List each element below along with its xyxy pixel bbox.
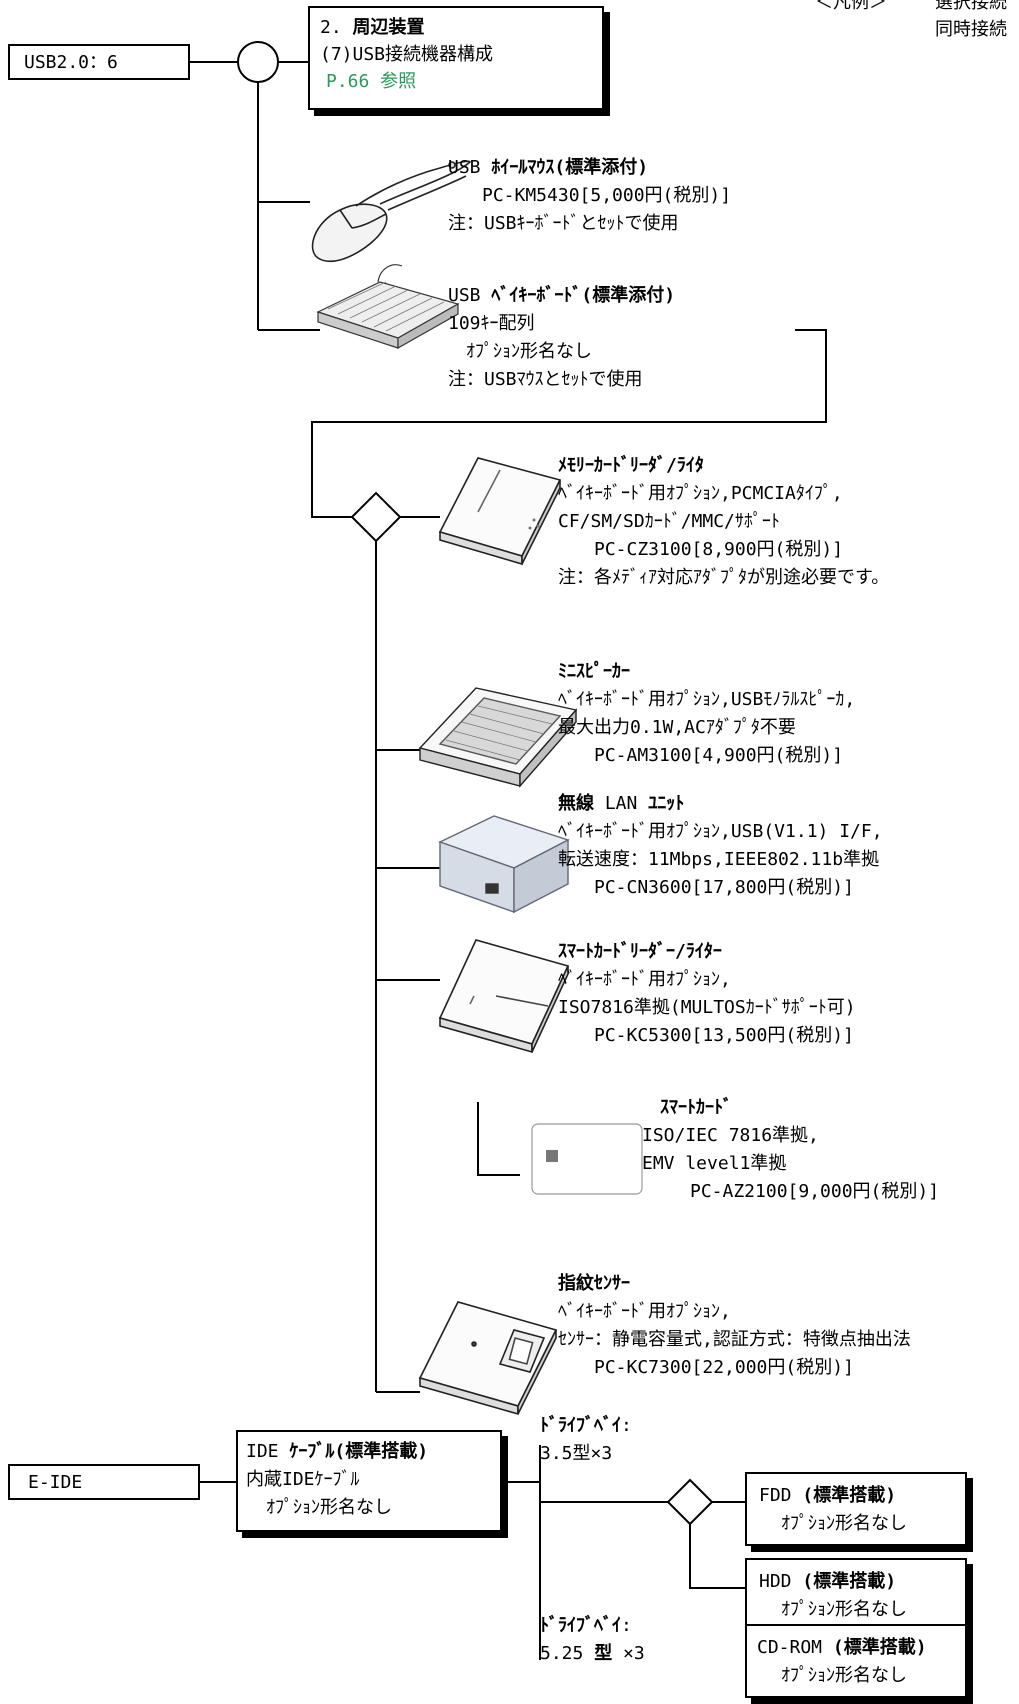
smart-reader-model: PC-KC5300[13,500円(税別)] [594, 1025, 854, 1046]
smart-reader-desc2: ISO7816準拠(MULTOSｶｰﾄﾞｻﾎﾟｰﾄ可) [558, 997, 856, 1018]
mouse-note: 注：USBｷｰﾎﾞｰﾄﾞとｾｯﾄで使用 [448, 213, 679, 234]
ide-cable-title-prefix: IDE [246, 1441, 279, 1462]
drive-bay-2-colon: : [621, 1615, 632, 1636]
speaker-model: PC-AM3100[4,900円(税別)] [594, 745, 844, 766]
ide-cable-desc: 内蔵IDEｹｰﾌﾞﾙ [246, 1469, 360, 1490]
reference-section-title: 周辺装置 [352, 17, 425, 38]
mouse-title-prefix: USB [448, 157, 481, 178]
ide-cable-title: IDE ｹｰﾌﾞﾙ(標準搭載) [246, 1438, 428, 1465]
speaker-desc1: ﾍﾞｲｷｰﾎﾞｰﾄﾞ用ｵﾌﾟｼｮﾝ,USBﾓﾉﾗﾙｽﾋﾟｰｶ, [558, 689, 856, 710]
fdd-title-prefix: FDD [759, 1485, 792, 1506]
card-reader-note: 注：各ﾒﾃﾞｨｱ対応ｱﾀﾞﾌﾟﾀが別途必要です。 [558, 567, 890, 588]
reference-subsection: (7)USB接続機器構成 [320, 44, 494, 65]
keyboard-title-main: ﾍﾞｲｷｰﾎﾞｰﾄﾞ(標準添付) [491, 285, 676, 306]
fdd-box: FDD (標準搭載) ｵﾌﾟｼｮﾝ形名なし [745, 1472, 967, 1546]
hdd-title-main: (標準搭載) [802, 1571, 897, 1592]
keyboard-title-prefix: USB [448, 285, 481, 306]
card-reader-desc2: CF/SM/SDｶｰﾄﾞ/MMC/ｻﾎﾟｰﾄ [558, 511, 780, 532]
fdd-option: ｵﾌﾟｼｮﾝ形名なし [781, 1513, 907, 1534]
cdrom-title-main: (標準搭載) [832, 1637, 927, 1658]
fingerprint-desc2: ｾﾝｻｰ：静電容量式,認証方式：特徴点抽出法 [558, 1329, 911, 1350]
drive-bay-2-spec-unit: 型 [594, 1643, 613, 1664]
wlan-title-b: LAN [604, 793, 638, 814]
keyboard-image [316, 264, 460, 350]
drive-bay-1-label: ﾄﾞﾗｲﾌﾞﾍﾞｲ: [540, 1412, 632, 1439]
drive-bay-2-spec-size: 5.25 [540, 1643, 584, 1664]
smart-card-image [531, 1123, 643, 1195]
wlan-title-c: ﾕﾆｯﾄ [648, 793, 685, 814]
hdd-option: ｵﾌﾟｼｮﾝ形名なし [781, 1599, 907, 1620]
ide-cable-option: ｵﾌﾟｼｮﾝ形名なし [266, 1497, 392, 1518]
mouse-image [311, 160, 471, 263]
fingerprint-desc1: ﾍﾞｲｷｰﾎﾞｰﾄﾞ用ｵﾌﾟｼｮﾝ, [558, 1301, 731, 1322]
fingerprint-model: PC-KC7300[22,000円(税別)] [594, 1357, 854, 1378]
drive-bay-1-label-text: ﾄﾞﾗｲﾌﾞﾍﾞｲ [540, 1415, 621, 1436]
speaker-title: ﾐﾆｽﾋﾟｰｶｰ [558, 661, 630, 682]
keyboard-note: 注：USBﾏｳｽとｾｯﾄで使用 [448, 369, 643, 390]
reference-heading: 2. 周辺装置 [320, 14, 425, 41]
card-reader-model: PC-CZ3100[8,900円(税別)] [594, 539, 844, 560]
fdd-title-main: (標準搭載) [802, 1485, 897, 1506]
reference-page-link[interactable]: P.66 参照 [326, 71, 417, 92]
reference-section-number: 2. [320, 17, 342, 38]
fingerprint-title: 指紋ｾﾝｻｰ [558, 1273, 630, 1294]
drive-bay-1-spec: 3.5型×3 [540, 1443, 613, 1464]
smart-card-title: ｽﾏｰﾄｶｰﾄﾞ [660, 1097, 732, 1118]
card-reader-title: ﾒﾓﾘｰｶｰﾄﾞﾘｰﾀﾞ/ﾗｲﾀ [558, 455, 704, 476]
smart-reader-desc1: ﾍﾞｲｷｰﾎﾞｰﾄﾞ用ｵﾌﾟｼｮﾝ, [558, 969, 731, 990]
drive-bay-2-spec-count: ×3 [623, 1643, 645, 1664]
cdrom-box: CD-ROM (標準搭載) ｵﾌﾟｼｮﾝ形名なし [745, 1624, 967, 1698]
cdrom-title-prefix: CD-ROM [757, 1637, 823, 1658]
usb-port-box: USB2.0：6 [8, 44, 190, 80]
drive-bay-2-spec: 5.25 型 ×3 [540, 1640, 645, 1667]
wlan-desc2: 転送速度：11Mbps,IEEE802.11b準拠 [558, 849, 880, 870]
wlan-model: PC-CN3600[17,800円(税別)] [594, 877, 854, 898]
smart-card-reader-image [438, 939, 570, 1054]
ide-port-box: E-IDE [8, 1464, 200, 1500]
card-reader-desc1: ﾍﾞｲｷｰﾎﾞｰﾄﾞ用ｵﾌﾟｼｮﾝ,PCMCIAﾀｲﾌﾟ, [558, 483, 843, 504]
cdrom-option: ｵﾌﾟｼｮﾝ形名なし [781, 1665, 907, 1686]
reference-box: 2. 周辺装置 (7)USB接続機器構成 P.66 参照 [308, 6, 604, 110]
drive-bay-2-label: ﾄﾞﾗｲﾌﾞﾍﾞｲ: [540, 1612, 632, 1639]
legend-prefix: ＜凡例＞ [815, 0, 887, 13]
selection-node-diamond [350, 491, 402, 543]
ide-cable-box: IDE ｹｰﾌﾞﾙ(標準搭載) 内蔵IDEｹｰﾌﾞﾙ ｵﾌﾟｼｮﾝ形名なし [236, 1430, 502, 1532]
drive-bay-2-label-text: ﾄﾞﾗｲﾌﾞﾍﾞｲ [540, 1615, 621, 1636]
wireless-lan-image [438, 815, 570, 914]
card-reader-image [438, 457, 562, 566]
speaker-image [418, 687, 578, 788]
keyboard-layout: 109ｷｰ配列 [448, 313, 535, 334]
mouse-title: USB ﾎｲｰﾙﾏｳｽ(標準添付) [448, 154, 648, 181]
hdd-title: HDD (標準搭載) [759, 1568, 896, 1595]
legend-simultaneous-connection: 同時接続 [935, 19, 1007, 40]
legend-select-connection: 選択接続 [935, 0, 1007, 13]
smart-card-desc2: EMV level1準拠 [642, 1153, 787, 1174]
fingerprint-sensor-image [418, 1301, 558, 1416]
wlan-title: 無線 LAN ﾕﾆｯﾄ [558, 790, 684, 817]
mouse-model: PC-KM5430[5,000円(税別)] [482, 185, 732, 206]
smart-card-model: PC-AZ2100[9,000円(税別)] [690, 1181, 940, 1202]
hdd-title-prefix: HDD [759, 1571, 792, 1592]
drive-bay-1-colon: : [621, 1415, 632, 1436]
ide-port-label: E-IDE [28, 1472, 83, 1493]
mouse-title-main: ﾎｲｰﾙﾏｳｽ(標準添付) [491, 157, 649, 178]
simultaneous-node-circle [237, 41, 279, 83]
fdd-title: FDD (標準搭載) [759, 1482, 896, 1509]
smart-reader-title: ｽﾏｰﾄｶｰﾄﾞﾘｰﾀﾞｰ/ﾗｲﾀｰ [558, 941, 722, 962]
wlan-desc1: ﾍﾞｲｷｰﾎﾞｰﾄﾞ用ｵﾌﾟｼｮﾝ,USB(V1.1) I/F, [558, 821, 883, 842]
smart-card-desc1: ISO/IEC 7816準拠, [642, 1125, 819, 1146]
cdrom-title: CD-ROM (標準搭載) [757, 1634, 927, 1661]
ide-cable-title-main: ｹｰﾌﾞﾙ(標準搭載) [289, 1441, 429, 1462]
keyboard-title: USB ﾍﾞｲｷｰﾎﾞｰﾄﾞ(標準添付) [448, 282, 675, 309]
usb-port-label: USB2.0：6 [24, 52, 118, 73]
speaker-desc2: 最大出力0.1W,ACｱﾀﾞﾌﾟﾀ不要 [558, 717, 796, 738]
keyboard-option: ｵﾌﾟｼｮﾝ形名なし [466, 341, 592, 362]
hdd-box: HDD (標準搭載) ｵﾌﾟｼｮﾝ形名なし [745, 1558, 967, 1632]
wlan-title-a: 無線 [558, 793, 594, 814]
